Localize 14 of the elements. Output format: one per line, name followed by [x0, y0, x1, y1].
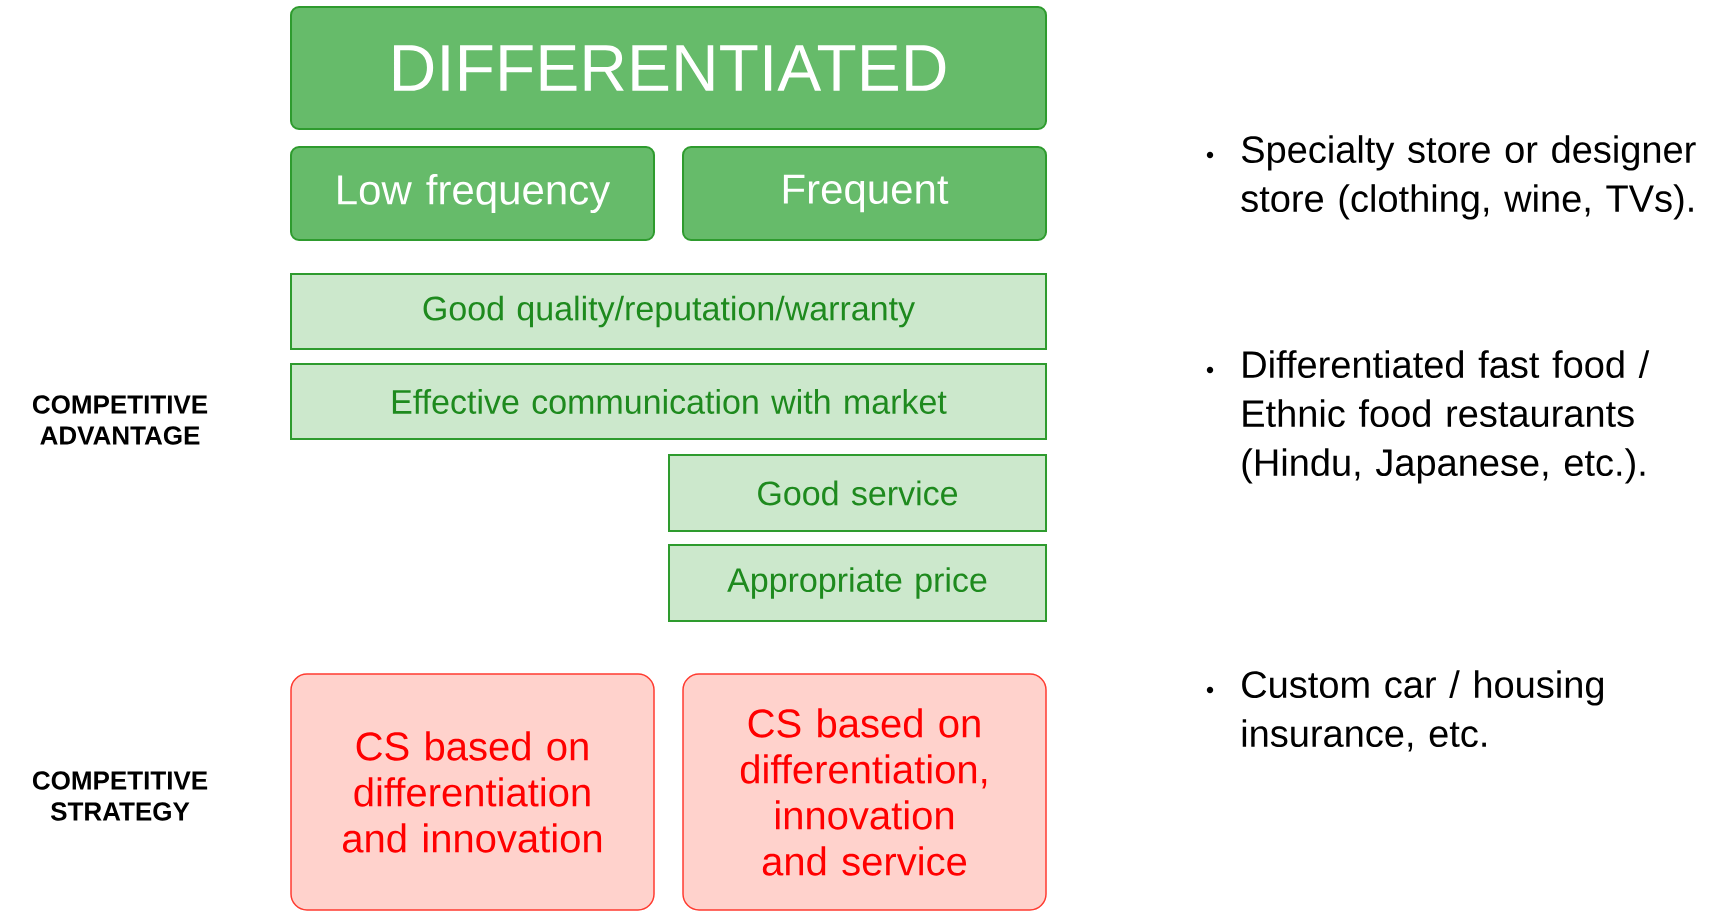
light-box: Appropriate price: [668, 544, 1047, 622]
strategy-box: CS based on differentiation, innovation and service: [682, 673, 1047, 911]
dark-box: Frequent: [682, 146, 1047, 241]
strategy-box: CS based on differentiation and innovation: [290, 673, 655, 911]
bullet-text: Differentiated fast food / Ethnic food restaurants (Hindu, Japanese, etc.).: [1242, 350, 1650, 484]
bullet-text: Specialty store or designer store (clothing, wine, TVs).: [1241, 135, 1696, 220]
bullet-text: Custom car / housing insurance, etc.: [1242, 670, 1604, 752]
light-box: Effective communication with market: [290, 363, 1047, 440]
dark-box: DIFFERENTIATED: [290, 6, 1047, 130]
dark-box: Low frequency: [290, 146, 655, 241]
light-box: Good quality/reputation/warranty: [290, 273, 1047, 350]
light-box: Good service: [668, 454, 1047, 532]
axis-label: COMPETITIVE STRATEGY: [32, 771, 208, 821]
axis-label: COMPETITIVE ADVANTAGE: [32, 395, 208, 445]
